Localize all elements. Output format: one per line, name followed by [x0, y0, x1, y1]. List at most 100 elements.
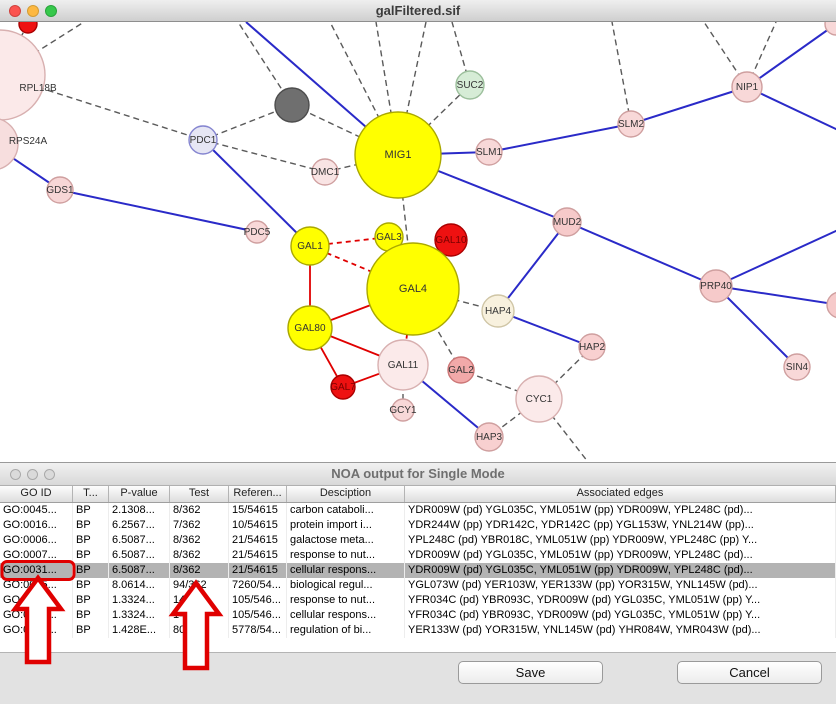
node-pdc1[interactable]: [188, 125, 218, 155]
cell-test[interactable]: 14/36...: [170, 608, 229, 623]
cell-reference[interactable]: 7260/54...: [229, 578, 287, 593]
network-edge[interactable]: [237, 22, 293, 106]
cell-test[interactable]: 8/362: [170, 563, 229, 578]
node-gal1[interactable]: [290, 226, 330, 266]
cell-go_id[interactable]: GO:0016...: [0, 518, 73, 533]
node-mig1[interactable]: [354, 111, 442, 199]
network-edge[interactable]: [611, 22, 632, 125]
node-gal2[interactable]: [447, 356, 475, 384]
network-canvas[interactable]: RPL18BRPS24AGDS1PDC1DMC1MIG1SUC2SLM1SLM2…: [0, 22, 836, 462]
node-prp40[interactable]: [699, 269, 733, 303]
cell-type[interactable]: BP: [73, 593, 109, 608]
close-button-icon[interactable]: [9, 5, 21, 17]
cell-edges[interactable]: YDR009W (pd) YGL035C, YML051W (pp) YDR00…: [405, 563, 836, 578]
cell-description[interactable]: regulation of bi...: [287, 623, 405, 638]
node-gal7[interactable]: [330, 374, 356, 400]
cell-description[interactable]: response to nut...: [287, 593, 405, 608]
cell-edges[interactable]: YER133W (pd) YOR315W, YNL145W (pd) YHR08…: [405, 623, 836, 638]
node-gal4[interactable]: [366, 242, 460, 336]
node-gray1[interactable]: [274, 87, 310, 123]
node-hap3[interactable]: [474, 422, 504, 452]
minimize-button-icon[interactable]: [27, 5, 39, 17]
cell-go_id[interactable]: GO:0007...: [0, 548, 73, 563]
network-edge[interactable]: [715, 285, 798, 368]
cell-test[interactable]: 7/362: [170, 518, 229, 533]
cell-reference[interactable]: 5778/54...: [229, 623, 287, 638]
node-suc2[interactable]: [455, 70, 485, 100]
zoom-button-icon[interactable]: [45, 5, 57, 17]
cell-reference[interactable]: 21/54615: [229, 533, 287, 548]
close-button-icon[interactable]: [10, 469, 21, 480]
cell-reference[interactable]: 105/546...: [229, 608, 287, 623]
cell-edges[interactable]: YFR034C (pd) YBR093C, YDR009W (pd) YGL03…: [405, 593, 836, 608]
network-edge[interactable]: [488, 123, 632, 153]
network-edge[interactable]: [566, 221, 717, 287]
network-edge[interactable]: [746, 86, 836, 131]
column-header-go-id[interactable]: GO ID: [0, 486, 73, 502]
node-gds1[interactable]: [46, 176, 74, 204]
cell-description[interactable]: galactose meta...: [287, 533, 405, 548]
cell-edges[interactable]: YDR009W (pd) YGL035C, YML051W (pp) YDR00…: [405, 548, 836, 563]
cell-reference[interactable]: 15/54615: [229, 503, 287, 518]
cell-test[interactable]: 94/362: [170, 578, 229, 593]
node-slm2[interactable]: [617, 110, 645, 138]
cell-edges[interactable]: YFR034C (pd) YBR093C, YDR009W (pd) YGL03…: [405, 608, 836, 623]
cell-edges[interactable]: YDR244W (pp) YDR142C, YDR142C (pp) YGL15…: [405, 518, 836, 533]
node-pdc5[interactable]: [245, 220, 269, 244]
cell-go_id[interactable]: GO:0006...: [0, 533, 73, 548]
cell-type[interactable]: BP: [73, 548, 109, 563]
node-rpl18b[interactable]: [0, 29, 46, 121]
node-gal80[interactable]: [287, 305, 333, 351]
node-slm1[interactable]: [475, 138, 503, 166]
node-topredtiny[interactable]: [18, 22, 38, 34]
node-cyc1[interactable]: [515, 375, 563, 423]
cell-description[interactable]: protein import i...: [287, 518, 405, 533]
cell-description[interactable]: response to nut...: [287, 548, 405, 563]
network-edge[interactable]: [397, 84, 471, 156]
network-edge[interactable]: [715, 285, 836, 306]
cell-go_id[interactable]: GO:0031...: [0, 563, 73, 578]
node-mud2[interactable]: [552, 207, 582, 237]
save-button[interactable]: Save: [458, 661, 603, 684]
cell-p_value[interactable]: 8.0614...: [109, 578, 170, 593]
node-nip1[interactable]: [731, 71, 763, 103]
cell-go_id[interactable]: GO:0009...: [0, 593, 73, 608]
cell-type[interactable]: BP: [73, 578, 109, 593]
column-header-referen-[interactable]: Referen...: [229, 486, 287, 502]
cell-p_value[interactable]: 1.3324...: [109, 608, 170, 623]
cell-test[interactable]: 14/362: [170, 593, 229, 608]
cell-p_value[interactable]: 1.3324...: [109, 593, 170, 608]
cell-reference[interactable]: 21/54615: [229, 548, 287, 563]
cell-type[interactable]: BP: [73, 623, 109, 638]
cell-p_value[interactable]: 1.428E...: [109, 623, 170, 638]
cell-p_value[interactable]: 6.5087...: [109, 533, 170, 548]
node-gal10[interactable]: [434, 223, 468, 257]
cell-reference[interactable]: 21/54615: [229, 563, 287, 578]
network-edge[interactable]: [59, 189, 258, 233]
column-header-associated-edges[interactable]: Associated edges: [405, 486, 836, 502]
column-header-p-value[interactable]: P-value: [109, 486, 170, 502]
cell-description[interactable]: cellular respons...: [287, 608, 405, 623]
cell-type[interactable]: BP: [73, 503, 109, 518]
cell-edges[interactable]: YGL073W (pd) YER103W, YER133W (pp) YOR31…: [405, 578, 836, 593]
network-titlebar[interactable]: galFiltered.sif: [0, 0, 836, 22]
network-edge[interactable]: [0, 22, 85, 76]
cell-go_id[interactable]: GO:0045...: [0, 503, 73, 518]
cell-reference[interactable]: 105/546...: [229, 593, 287, 608]
column-header-test[interactable]: Test: [170, 486, 229, 502]
cell-description[interactable]: cellular respons...: [287, 563, 405, 578]
cell-edges[interactable]: YPL248C (pd) YBR018C, YML051W (pp) YDR00…: [405, 533, 836, 548]
cell-type[interactable]: BP: [73, 608, 109, 623]
node-hap4[interactable]: [481, 294, 515, 328]
cancel-button[interactable]: Cancel: [677, 661, 822, 684]
cell-p_value[interactable]: 6.2567...: [109, 518, 170, 533]
node-topright[interactable]: [824, 22, 836, 36]
cell-p_value[interactable]: 2.1308...: [109, 503, 170, 518]
